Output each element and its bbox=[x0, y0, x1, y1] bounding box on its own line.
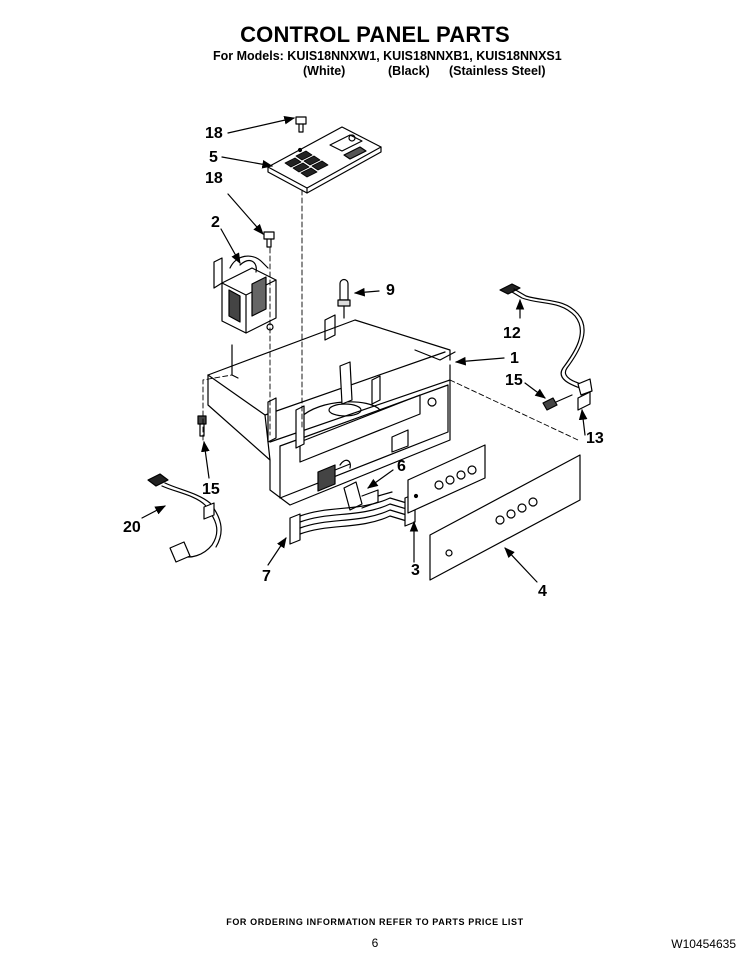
wire-harness-part bbox=[499, 283, 593, 396]
screw-part bbox=[197, 415, 207, 437]
control-board-part bbox=[267, 126, 382, 194]
callout-6: 6 bbox=[397, 458, 406, 475]
callout-4: 4 bbox=[538, 583, 547, 600]
ground-strap-part bbox=[577, 391, 591, 411]
callout-12: 12 bbox=[503, 325, 521, 342]
callout-18: 18 bbox=[205, 125, 223, 142]
callout-3: 3 bbox=[411, 562, 420, 579]
callout-1: 1 bbox=[510, 350, 519, 367]
callout-5: 5 bbox=[209, 149, 218, 166]
page-title: CONTROL PANEL PARTS bbox=[240, 22, 510, 47]
screw-part bbox=[295, 116, 307, 133]
screw-part bbox=[542, 394, 573, 411]
control-overlay-part bbox=[429, 454, 581, 581]
callout-9: 9 bbox=[386, 282, 395, 299]
transformer-part bbox=[213, 255, 277, 334]
wire-harness-part bbox=[147, 473, 222, 563]
ordering-note: FOR ORDERING INFORMATION REFER TO PARTS … bbox=[226, 917, 524, 927]
callout-2: 2 bbox=[211, 214, 220, 231]
callout-15: 15 bbox=[505, 372, 523, 389]
callout-13: 13 bbox=[586, 430, 604, 447]
interface-board-part bbox=[407, 444, 486, 514]
callout-20: 20 bbox=[123, 519, 141, 536]
callout-18: 18 bbox=[205, 170, 223, 187]
screw-part bbox=[263, 231, 275, 248]
variant-black: (Black) bbox=[388, 64, 430, 78]
variant-stainless: (Stainless Steel) bbox=[449, 64, 546, 78]
document-number: W10454635 bbox=[671, 937, 736, 951]
light-socket-part bbox=[337, 278, 351, 319]
page-number: 6 bbox=[371, 936, 379, 950]
callout-15: 15 bbox=[202, 481, 220, 498]
models-line: For Models: KUIS18NNXW1, KUIS18NNXB1, KU… bbox=[213, 49, 562, 63]
variant-white: (White) bbox=[303, 64, 346, 78]
callout-7: 7 bbox=[262, 568, 271, 585]
